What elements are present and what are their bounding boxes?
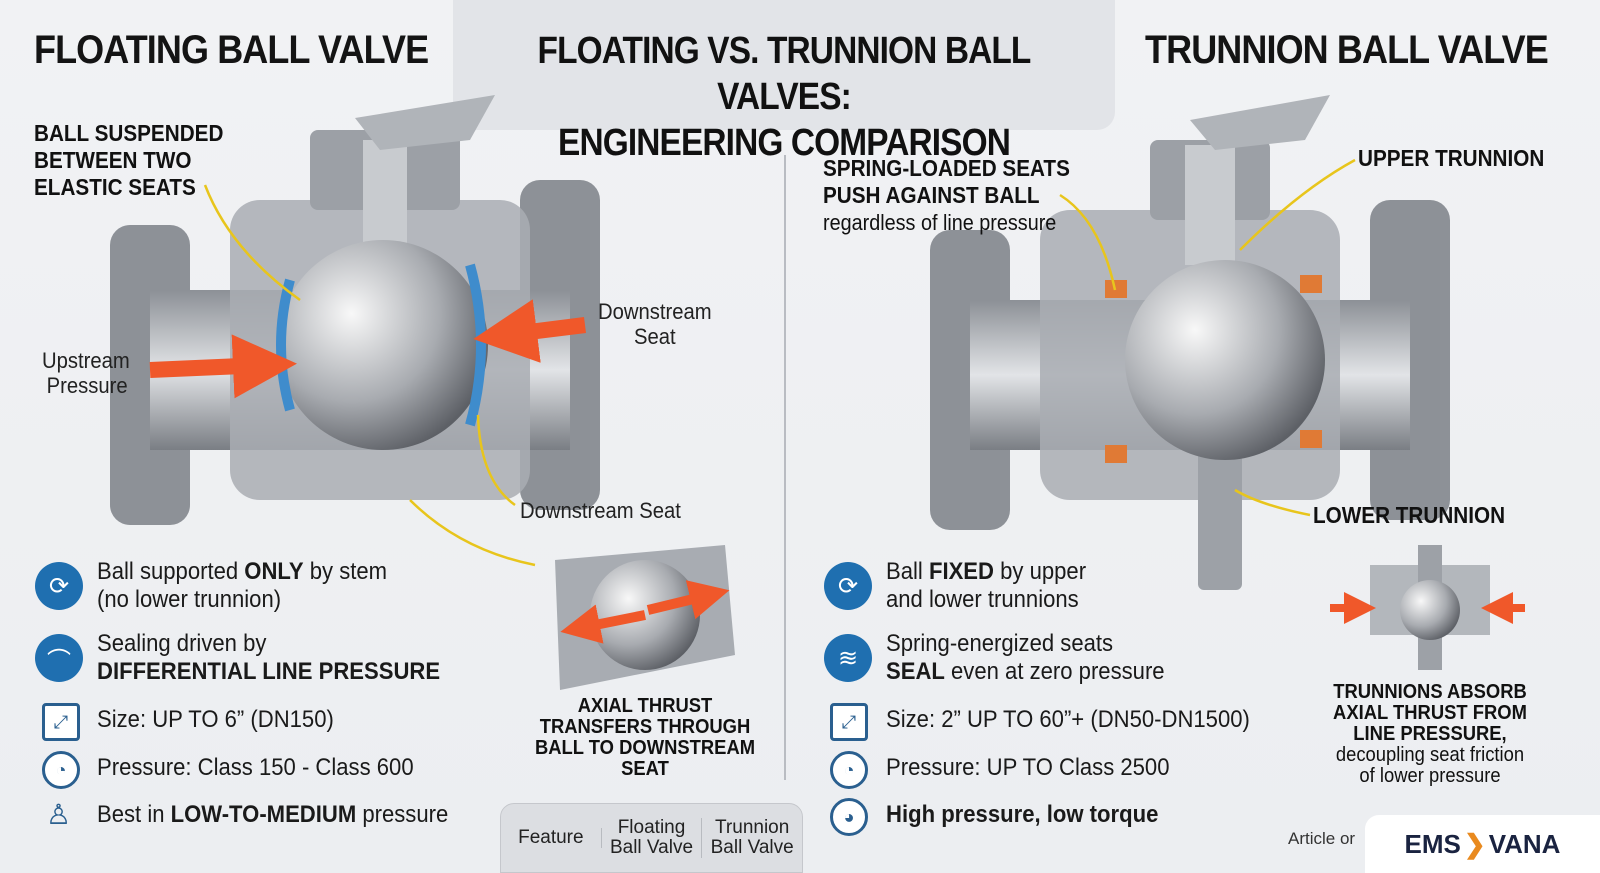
spring-icon: ≋	[824, 634, 872, 682]
right-feature-size: Size: 2” UP TO 60”+ (DN50-DN1500)	[886, 706, 1250, 733]
right-feature-torque: High pressure, low torque	[886, 801, 1159, 828]
size-icon: ⤢	[830, 703, 868, 741]
left-feature-pressure: Pressure: Class 150 - Class 600	[97, 754, 414, 781]
lower-trunnion-label: LOWER TRUNNION	[1313, 502, 1506, 528]
person-icon: ♙	[46, 799, 72, 830]
floating-ball	[278, 240, 488, 450]
downstream-seat-bottom-label: Downstream Seat	[520, 498, 681, 523]
size-icon: ⤢	[42, 703, 80, 741]
lower-trunnion	[1198, 450, 1242, 590]
gauge-icon: ◔	[830, 751, 868, 789]
left-title: FLOATING BALL VALVE	[34, 28, 429, 72]
table-header-trunnion: Trunnion Ball Valve	[710, 817, 794, 858]
floating-valve-drawing	[110, 95, 600, 567]
trunnion-ball	[1125, 260, 1325, 460]
table-header-feature: Feature	[501, 828, 602, 848]
right-title: TRUNNION BALL VALVE	[1145, 28, 1549, 72]
pressure-seal-icon: ⌒	[35, 634, 83, 682]
trunnion-inset-drawing	[1330, 545, 1525, 670]
comparison-table-header: Feature Floating Ball Valve Trunnion Bal…	[500, 803, 803, 873]
ball-stem-icon: ⟳	[35, 562, 83, 610]
left-feature-size: Size: UP TO 6” (DN150)	[97, 706, 334, 733]
thrust-inset-drawing	[555, 545, 735, 690]
left-feature-support: Ball supported ONLY by stem(no lower tru…	[97, 558, 388, 613]
trunnion-valve-drawing	[930, 95, 1450, 590]
center-title-line1: FLOATING VS. TRUNNION BALL VALVES:	[537, 30, 1032, 118]
table-header-floating: Floating Ball Valve	[602, 818, 703, 858]
upper-trunnion-label: UPPER TRUNNION	[1358, 145, 1545, 171]
left-feature-best: Best in LOW-TO-MEDIUM pressure	[97, 801, 449, 828]
torque-gauge-icon: ◕	[830, 798, 868, 836]
upper-trunnion	[1185, 145, 1235, 265]
right-feature-pressure: Pressure: UP TO Class 2500	[886, 754, 1170, 781]
fixed-ball-icon: ⟳	[824, 562, 872, 610]
gauge-icon: ◔	[42, 751, 80, 789]
article-text: Article or	[1288, 829, 1356, 848]
emsvana-logo: EMS❯VANA	[1365, 815, 1600, 873]
center-divider	[784, 155, 786, 780]
